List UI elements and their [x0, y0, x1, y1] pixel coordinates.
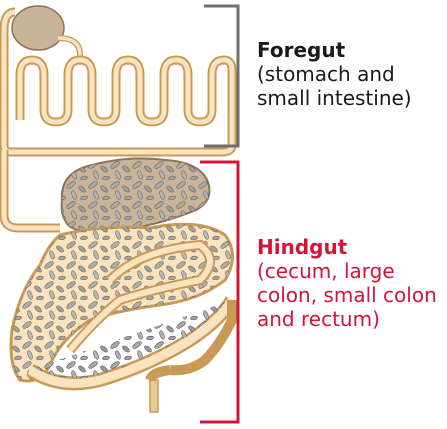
foregut-label: Foregut (stomach and small intestine): [257, 38, 412, 110]
hindgut-desc-line-3: and rectum): [257, 307, 437, 331]
foregut-desc-line-2: small intestine): [257, 86, 412, 110]
stomach-shape: [12, 6, 64, 50]
foregut-desc-line-1: (stomach and: [257, 62, 412, 86]
hindgut-title: Hindgut: [257, 235, 437, 259]
hindgut-label: Hindgut (cecum, large colon, small colon…: [257, 235, 437, 331]
foregut-title: Foregut: [257, 38, 412, 62]
hindgut-desc-line-2: colon, small colon: [257, 283, 437, 307]
hindgut-desc-line-1: (cecum, large: [257, 259, 437, 283]
